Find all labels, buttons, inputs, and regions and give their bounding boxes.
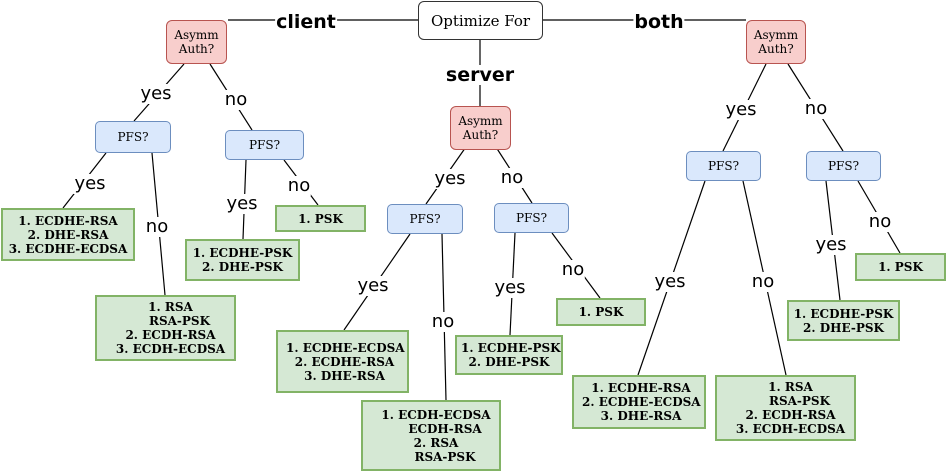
edge-label-server-yes: yes xyxy=(433,168,467,189)
asymm-auth-node-server: Asymm Auth? xyxy=(450,106,511,150)
edge-label-client-yes-no: no xyxy=(144,216,170,237)
edge-label-server-no-yes: yes xyxy=(493,277,527,298)
leaf-server-no-yes: 1. ECDHE-PSK 2. DHE-PSK xyxy=(455,335,563,375)
pfs-node-client-yes: PFS? xyxy=(95,121,171,153)
leaf-both-no-yes: 1. ECDHE-PSK 2. DHE-PSK xyxy=(787,300,900,341)
branch-label-server: server xyxy=(444,64,516,86)
branch-label-both: both xyxy=(633,11,685,33)
root-label: Optimize For xyxy=(430,11,531,30)
asymm-auth-node-both: Asymm Auth? xyxy=(746,20,806,64)
edge-label-both-yes-no: no xyxy=(750,271,776,292)
edge-label-both-no-yes: yes xyxy=(814,234,848,255)
leaf-both-no-no: 1. PSK xyxy=(855,253,946,281)
branch-label-client: client xyxy=(275,11,337,33)
edge-label-server-yes-yes: yes xyxy=(356,275,390,296)
leaf-client-yes-no: 1. RSA RSA-PSK 2. ECDH-RSA 3. ECDH-ECDSA xyxy=(95,295,236,361)
pfs-node-both-no: PFS? xyxy=(806,151,881,181)
edge-label-both-yes-yes: yes xyxy=(653,271,687,292)
leaf-client-yes-yes: 1. ECDHE-RSA 2. DHE-RSA 3. ECDHE-ECDSA xyxy=(1,208,135,261)
root-node-optimize-for: Optimize For xyxy=(418,1,543,40)
leaf-client-no-yes: 1. ECDHE-PSK 2. DHE-PSK xyxy=(185,239,300,281)
leaf-client-no-no: 1. PSK xyxy=(275,205,366,232)
edge-label-server-yes-no: no xyxy=(430,311,456,332)
leaf-server-no-no: 1. PSK xyxy=(556,298,646,326)
edge-label-client-yes: yes xyxy=(139,83,173,104)
leaf-both-yes-yes: 1. ECDHE-RSA 2. ECDHE-ECDSA 3. DHE-RSA xyxy=(572,375,706,429)
edge-label-client-no-yes: yes xyxy=(225,193,259,214)
edge-label-server-no: no xyxy=(499,167,525,188)
edge-label-server-no-no: no xyxy=(560,259,586,280)
leaf-server-yes-yes: 1. ECDHE-ECDSA 2. ECDHE-RSA 3. DHE-RSA xyxy=(276,330,409,393)
pfs-node-server-no: PFS? xyxy=(494,203,569,233)
leaf-both-yes-no: 1. RSA RSA-PSK 2. ECDH-RSA 3. ECDH-ECDSA xyxy=(715,375,856,441)
edge-label-both-no: no xyxy=(803,98,829,119)
pfs-node-server-yes: PFS? xyxy=(387,204,463,234)
edge-label-client-no-no: no xyxy=(286,175,312,196)
edge-label-client-no: no xyxy=(223,89,249,110)
asymm-auth-node-client: Asymm Auth? xyxy=(166,20,227,64)
pfs-node-both-yes: PFS? xyxy=(686,151,761,181)
edge-label-client-yes-yes: yes xyxy=(73,173,107,194)
leaf-server-yes-no: 1. ECDH-ECDSA ECDH-RSA 2. RSA RSA-PSK xyxy=(361,400,501,471)
edge-label-both-yes: yes xyxy=(724,99,758,120)
edge-label-both-no-no: no xyxy=(867,211,893,232)
pfs-node-client-no: PFS? xyxy=(225,130,304,160)
